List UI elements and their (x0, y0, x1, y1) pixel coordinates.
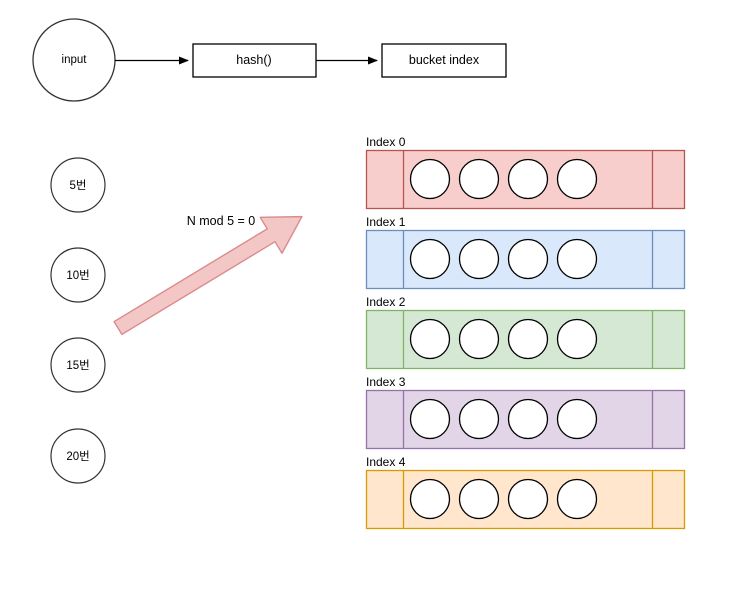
bucket-slot-2-1[interactable] (458, 318, 500, 360)
bucket-row-4[interactable] (365, 469, 686, 530)
bucket-row-1[interactable] (365, 229, 686, 290)
bucket-index-node[interactable] (381, 43, 507, 78)
bucket-slot-4-2[interactable] (507, 478, 549, 520)
mod-mapping-arrow (113, 215, 303, 336)
bucket-slot-0-2[interactable] (507, 158, 549, 200)
bucket-slot-2-3[interactable] (556, 318, 598, 360)
bucket-slot-4-0[interactable] (409, 478, 451, 520)
bucket-row-3[interactable] (365, 389, 686, 450)
bucket-slot-0-3[interactable] (556, 158, 598, 200)
bucket-slot-2-0[interactable] (409, 318, 451, 360)
bucket-slot-1-1[interactable] (458, 238, 500, 280)
bucket-slot-3-0[interactable] (409, 398, 451, 440)
key-node-2[interactable] (50, 337, 106, 393)
bucket-slot-3-3[interactable] (556, 398, 598, 440)
bucket-row-2[interactable] (365, 309, 686, 370)
bucket-slot-2-2[interactable] (507, 318, 549, 360)
bucket-slot-3-2[interactable] (507, 398, 549, 440)
key-node-3[interactable] (50, 428, 106, 484)
bucket-row-0[interactable] (365, 149, 686, 210)
bucket-slot-1-0[interactable] (409, 238, 451, 280)
bucket-slot-3-1[interactable] (458, 398, 500, 440)
bucket-slot-4-1[interactable] (458, 478, 500, 520)
bucket-slot-1-2[interactable] (507, 238, 549, 280)
hash-node[interactable] (192, 43, 317, 78)
key-node-0[interactable] (50, 157, 106, 213)
key-node-1[interactable] (50, 247, 106, 303)
bucket-slot-4-3[interactable] (556, 478, 598, 520)
bucket-slot-0-0[interactable] (409, 158, 451, 200)
bucket-slot-1-3[interactable] (556, 238, 598, 280)
input-node[interactable] (32, 18, 116, 102)
bucket-slot-0-1[interactable] (458, 158, 500, 200)
